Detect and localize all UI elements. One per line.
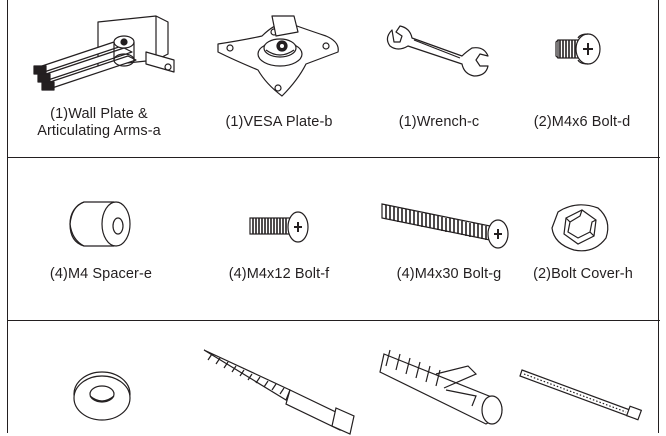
wall-plate-arms-icon <box>28 12 178 92</box>
part-label-c: (1)Wrench-c <box>398 114 480 130</box>
short-bolt-icon <box>552 30 608 70</box>
washer-icon <box>68 364 138 424</box>
part-label-f: (4)M4x12 Bolt-f <box>228 266 330 282</box>
part-label-h: (2)Bolt Cover-h <box>533 266 633 282</box>
vesa-plate-icon <box>214 14 344 100</box>
cable-tie-icon <box>518 366 648 426</box>
bolt-cover-icon <box>546 198 616 258</box>
frame-right-border <box>658 0 659 433</box>
frame-left-border <box>7 0 8 433</box>
wall-anchor-icon <box>376 344 510 433</box>
part-label-e: (4)M4 Spacer-e <box>49 266 153 282</box>
medium-bolt-icon <box>246 208 312 248</box>
lag-screw-icon <box>200 346 356 436</box>
part-label-a: (1)Wall Plate & Articulating Arms-a <box>37 106 161 139</box>
wrench-icon <box>384 22 494 82</box>
spacer-icon <box>66 194 136 254</box>
part-label-g: (4)M4x30 Bolt-g <box>396 266 502 282</box>
row-divider-1 <box>8 157 660 158</box>
part-label-d: (2)M4x6 Bolt-d <box>533 114 631 130</box>
long-bolt-icon <box>378 200 514 250</box>
row-divider-2 <box>8 320 660 321</box>
part-label-b: (1)VESA Plate-b <box>225 114 333 130</box>
